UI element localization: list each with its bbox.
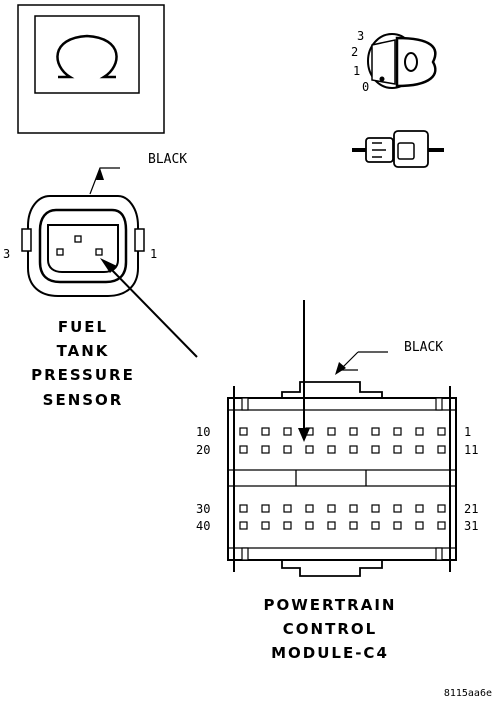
key-position-1: 1 — [353, 64, 360, 78]
key-position-2: 2 — [351, 45, 358, 59]
pcm-name-line-2: CONTROL — [283, 620, 377, 638]
pcm-name: POWERTRAIN CONTROL MODULE-C4 — [264, 596, 397, 662]
sensor-connector: BLACK 3 1 — [3, 152, 187, 297]
ignition-key-icon: 3 2 1 0 — [351, 29, 437, 94]
sensor-probe-arrow — [100, 258, 198, 358]
pcm-pin-1-label: 1 — [464, 425, 471, 439]
key-position-3: 3 — [357, 29, 364, 43]
pcm-pin-31-label: 31 — [464, 519, 478, 533]
sensor-name: FUEL TANK PRESSURE SENSOR — [31, 318, 135, 409]
pcm-pin-21-label: 21 — [464, 502, 478, 516]
pcm-pin-11-label: 11 — [464, 443, 478, 457]
pcm-connector: BLACK — [196, 340, 478, 577]
sensor-name-line-2: TANK — [57, 342, 110, 360]
pcm-pin-30-label: 30 — [196, 502, 210, 516]
pcm-cavity-grid — [239, 427, 446, 530]
ohm-symbol-icon — [17, 4, 165, 134]
sensor-pin-1-label: 1 — [150, 247, 157, 261]
pcm-pin-10-label: 10 — [196, 425, 210, 439]
connector-icon — [352, 130, 444, 168]
sensor-connector-color: BLACK — [148, 152, 187, 167]
sensor-name-line-4: SENSOR — [43, 391, 124, 409]
pcm-name-line-3: MODULE-C4 — [271, 644, 389, 662]
key-position-0: 0 — [362, 80, 369, 94]
pcm-connector-color: BLACK — [404, 340, 443, 355]
pcm-pin-40-label: 40 — [196, 519, 210, 533]
sensor-name-line-3: PRESSURE — [31, 366, 135, 384]
pcm-pin-20-label: 20 — [196, 443, 210, 457]
sensor-name-line-1: FUEL — [58, 318, 108, 336]
sensor-pin-3-label: 3 — [3, 247, 10, 261]
pcm-probe-arrow — [298, 300, 310, 442]
figure-reference: 8115aa6e — [444, 688, 492, 699]
pcm-name-line-1: POWERTRAIN — [264, 596, 397, 614]
